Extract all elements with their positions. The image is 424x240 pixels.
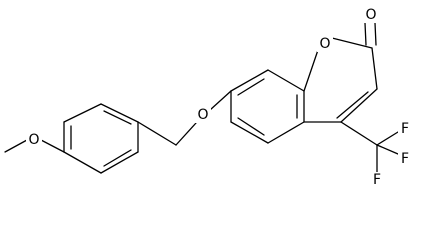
bond-carbonyl-a xyxy=(364,22,367,46)
bond-ch2-o xyxy=(175,122,197,146)
bond-ring1-b xyxy=(63,103,102,123)
methoxy-oxygen-label: O xyxy=(28,132,39,148)
bond-ring3-b xyxy=(331,37,373,49)
carbonyl-oxygen-label: O xyxy=(365,7,376,23)
bond-ring3-d xyxy=(340,88,378,123)
bond-methyl-o xyxy=(4,139,28,153)
fluorine-middle-label: F xyxy=(401,151,409,167)
bond-o-coumarin xyxy=(209,90,232,111)
bond-ring2-b xyxy=(267,69,305,92)
bond-ring1-inner-c xyxy=(103,149,132,167)
bond-ring2-inner-c xyxy=(237,117,265,136)
bond-ring1-f xyxy=(63,151,102,174)
bond-ring1-inner-b xyxy=(103,110,132,125)
bond-ring2-d xyxy=(267,121,305,144)
bond-ring3-c xyxy=(371,47,378,90)
fluorine-bottom-label: F xyxy=(373,172,381,188)
bond-cf3-f-top xyxy=(376,131,399,146)
bond-c4-cf3 xyxy=(340,121,378,146)
bond-ring3-a xyxy=(303,49,319,92)
bond-o-aryl xyxy=(40,139,65,153)
fluorine-top-label: F xyxy=(401,121,409,137)
bond-ring2-a xyxy=(230,69,269,92)
bond-ring1-c xyxy=(100,103,139,123)
bond-ring2-inner-a xyxy=(237,78,265,96)
bond-ring2-e xyxy=(230,121,269,144)
atom-labels: O O O O F F F xyxy=(26,7,412,188)
bond-ring1-e xyxy=(100,151,139,174)
ether-oxygen-label: O xyxy=(197,107,208,123)
ring-oxygen-label: O xyxy=(319,36,330,52)
bond-cf3-f-middle xyxy=(376,144,399,155)
bond-aryl-ch2 xyxy=(137,121,177,146)
chemical-structure-diagram: O O O O F F F xyxy=(4,7,412,188)
bond-carbonyl-b xyxy=(374,22,377,46)
bond-ring3-inner xyxy=(336,91,369,119)
bond-lines xyxy=(4,22,399,174)
